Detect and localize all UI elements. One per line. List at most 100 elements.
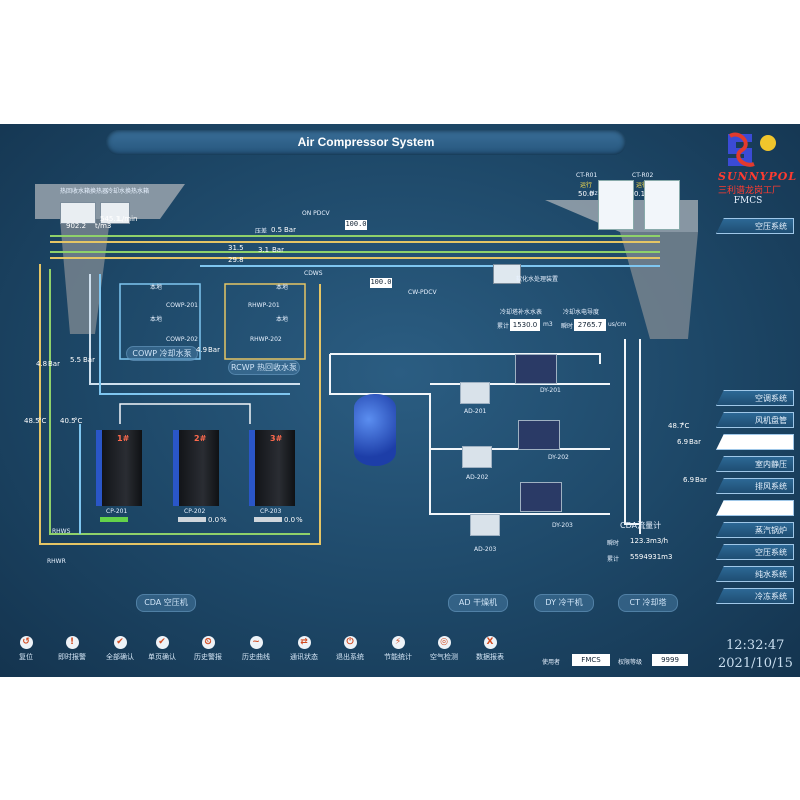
tab-ad[interactable]: AD 干燥机 [448, 594, 508, 612]
pressure-right-unit: Bar [83, 356, 95, 364]
pressure-left-unit: Bar [48, 360, 60, 368]
page-title: Air Compressor System [106, 130, 626, 155]
compressor-3-number: 3# [270, 434, 283, 443]
compressor-2-name: CP-202 [184, 508, 206, 515]
tab-cda[interactable]: CDA 空压机 [136, 594, 196, 612]
compressor-2-load: 0.0 [208, 516, 220, 524]
ct1-value: 50.0 [578, 190, 594, 198]
user-value[interactable]: FMCS [572, 654, 610, 666]
exit-icon: ⏻ [343, 636, 357, 649]
cda-inst-label: 瞬时 [607, 540, 620, 547]
nav-air-system-button[interactable]: 空压系统 [716, 218, 794, 234]
tab-dy[interactable]: DY 冷干机 [534, 594, 594, 612]
side-menu-item[interactable]: 冷冻系统 [716, 588, 794, 604]
reset-icon: ↺ [19, 636, 33, 649]
cooling-tower-1[interactable] [598, 180, 634, 230]
fmcs-label: FMCS [733, 196, 763, 206]
compressor-3[interactable]: 3# [249, 430, 295, 506]
toolbar-button-label: 历史曲线 [242, 653, 270, 661]
toolbar-button-label: 全部确认 [106, 653, 134, 661]
side-menu-item[interactable]: 纯水系统 [716, 566, 794, 582]
pipe-diagram [35, 184, 698, 545]
dryer-ad-201[interactable] [460, 382, 490, 404]
ct2-state: 运行 [636, 182, 649, 189]
toolbar-button-label: 复位 [19, 653, 33, 661]
temp-1: 31.5 [228, 244, 244, 252]
compressor-2-number: 2# [194, 434, 207, 443]
toolbar-button-label: 通讯状态 [290, 653, 318, 661]
compressor-1[interactable]: 1# [96, 430, 142, 506]
toolbar-button-label: 数据报表 [476, 653, 504, 661]
toolbar-button[interactable]: !即时报警 [52, 636, 92, 662]
pdcv2-value[interactable]: 100.0 [370, 278, 392, 288]
hx1-value: 902.2 [66, 222, 87, 230]
conductivity-label: 瞬时 [561, 323, 574, 330]
toolbar-button[interactable]: ◎空气检测 [424, 636, 464, 662]
toolbar-button[interactable]: ⏲历史警报 [188, 636, 228, 662]
energy-icon: ⚡ [391, 636, 405, 649]
rhwr-label: RHWR [47, 558, 66, 565]
cowp2-label: COWP-202 [166, 336, 198, 343]
level-value[interactable]: 9999 [652, 654, 688, 666]
check-page-icon: ✔ [155, 636, 169, 649]
cdws-label: CDWS [304, 270, 323, 277]
dryer-dy-202[interactable] [518, 420, 560, 450]
cda-flow-title: CDA流量计 [620, 521, 662, 530]
toolbar-button[interactable]: ↺ 复位 [6, 636, 46, 662]
pdcv1-value[interactable]: 100.0 [345, 220, 367, 230]
rhwp1-label: RHWP-201 [248, 302, 280, 309]
ct2-value: 0.1 [634, 190, 646, 198]
cooling-tower-2[interactable] [644, 180, 680, 230]
pressure-3: 3.1 [258, 246, 270, 254]
hx2-value: 545.1 [100, 215, 121, 223]
toolbar-button-label: 单页确认 [148, 653, 176, 661]
ct1-state: 运行 [580, 182, 593, 189]
clock-time: 12:32:47 [726, 638, 785, 653]
side-menu-item[interactable]: 空压系统 [716, 544, 794, 560]
toolbar-button[interactable]: ✔全部确认 [100, 636, 140, 662]
dryer-dy-201[interactable] [515, 354, 557, 384]
rcwp-group-label[interactable]: RCWP 热回收水泵 [228, 360, 300, 375]
heat-exchanger-2 [100, 202, 130, 224]
pdcv1-label: ON PDCV [302, 210, 330, 217]
logo-mark-icon [722, 128, 780, 170]
air-receiver-tank[interactable] [354, 394, 396, 466]
dy-201-label: DY-201 [540, 387, 561, 394]
ad-202-label: AD-202 [466, 474, 489, 481]
side-menu-item[interactable]: 排风系统 [716, 478, 794, 494]
makeup-value: 1530.0 [510, 319, 540, 331]
right-temp: 48.7 [668, 422, 684, 430]
side-menu-item[interactable]: 空调系统 [716, 390, 794, 406]
tab-ct[interactable]: CT 冷却塔 [618, 594, 678, 612]
dryer-dy-203[interactable] [520, 482, 562, 512]
pressure-3-unit: Bar [272, 246, 284, 254]
side-menu-item[interactable]: 室内静压 [716, 456, 794, 472]
hx2-unit: L/min [118, 215, 138, 223]
makeup-meter-title: 冷却塔补水水表 [500, 309, 543, 316]
hx1-label: 热回收水箱换热器 [60, 188, 109, 195]
compressor-2[interactable]: 2# [173, 430, 219, 506]
cda-total-value: 5594931m3 [630, 553, 673, 561]
toolbar-button[interactable]: ⇄通讯状态 [284, 636, 324, 662]
cda-inst-value: 123.3m3/h [630, 537, 669, 545]
toolbar-button[interactable]: ⏻退出系统 [330, 636, 370, 662]
cowp-group-label[interactable]: COWP 冷却水泵 [126, 346, 198, 361]
side-menu-item[interactable]: 蒸汽锅炉 [716, 522, 794, 538]
toolbar-button[interactable]: ⚡节能统计 [378, 636, 418, 662]
side-menu-item[interactable] [716, 500, 794, 516]
dryer-ad-202[interactable] [462, 446, 492, 468]
ad-201-label: AD-201 [464, 408, 487, 415]
rhws-label: RHWS [52, 528, 71, 535]
conductivity-title: 冷却水电导度 [563, 309, 600, 316]
toolbar-button[interactable]: ✔ 单页确认 [142, 636, 182, 662]
side-menu-item[interactable] [716, 434, 794, 450]
diff-pressure-unit: Bar [284, 226, 296, 234]
scada-screen: Air Compressor System [0, 124, 800, 677]
side-menu-item[interactable]: 风机盘管 [716, 412, 794, 428]
dryer-ad-203[interactable] [470, 514, 500, 536]
toolbar-button[interactable]: ~历史曲线 [236, 636, 276, 662]
toolbar-button-label: 空气检测 [430, 653, 458, 661]
level-label: 权限等级 [618, 659, 643, 666]
brand-name: SUNNYPOL [718, 170, 798, 183]
